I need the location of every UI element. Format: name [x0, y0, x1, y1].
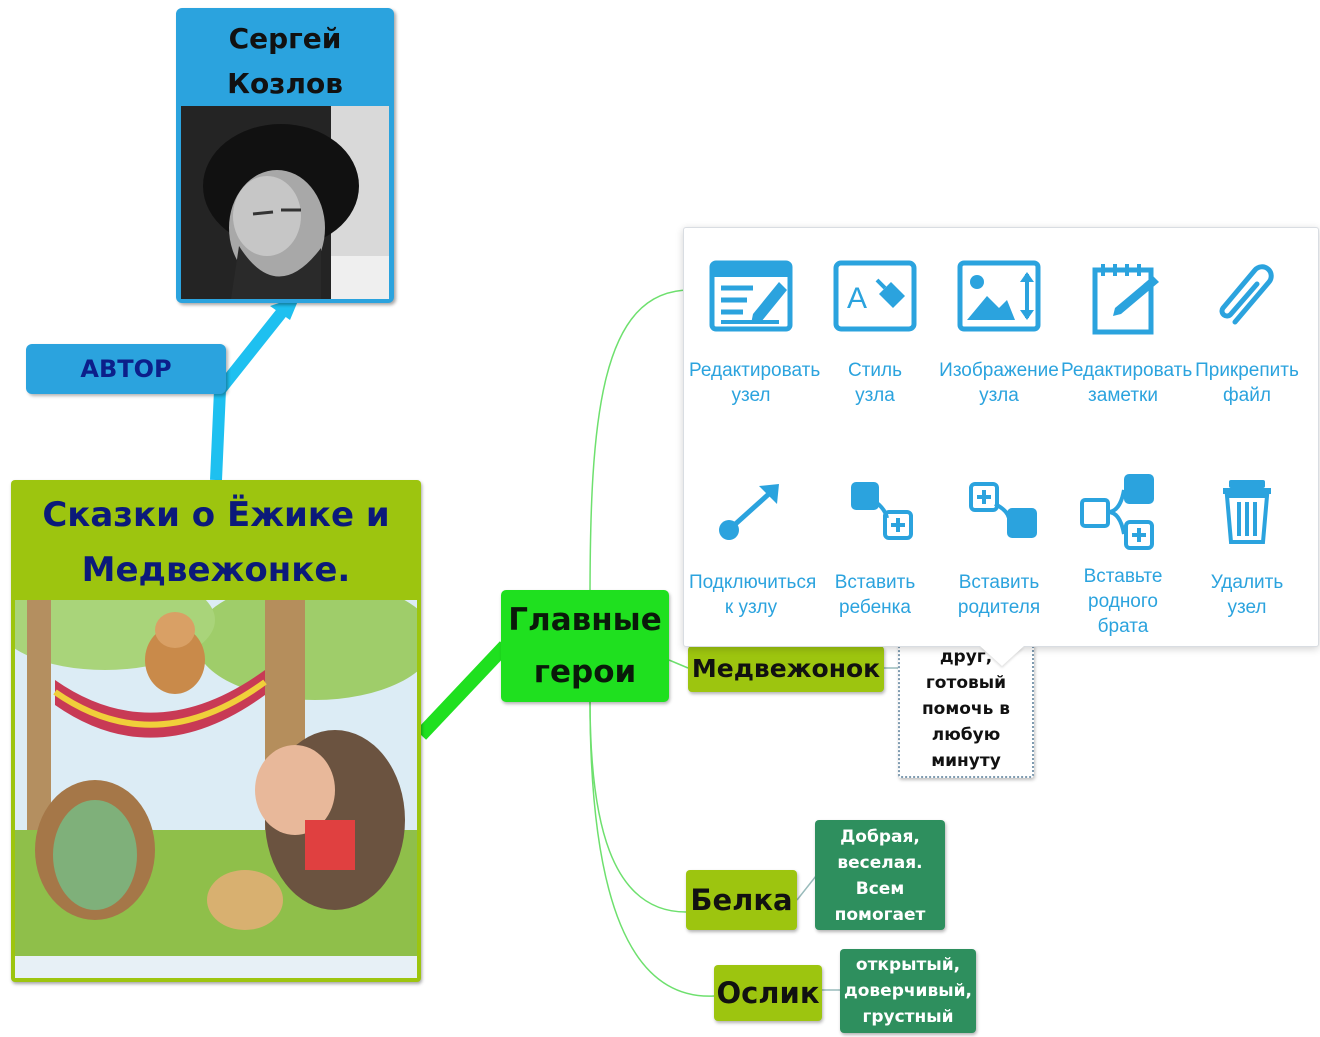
node-style-icon: A: [833, 260, 917, 332]
insert-sibling-label: Вставьте родного брата: [1083, 566, 1163, 637]
topic-oslik-label: Ослик: [716, 976, 820, 1010]
node-style-button[interactable]: A Стиль узла: [813, 260, 937, 408]
root-node[interactable]: Сказки о Ёжике и Медвежонке.: [11, 480, 421, 982]
author-name: Сергей Козлов: [227, 22, 343, 100]
root-illustration: [15, 600, 417, 978]
connector-main-top: [589, 289, 691, 601]
connector-root-main: [415, 641, 511, 740]
connector-main-belka: [589, 699, 687, 913]
insert-parent-icon: [969, 482, 1037, 538]
author-photo: [181, 106, 389, 299]
edit-node-label: Редактировать узел: [689, 360, 821, 406]
edit-notes-icon: [1092, 264, 1159, 335]
connector-root-author: [210, 298, 295, 481]
insert-child-icon: [851, 482, 913, 540]
connect-node-label: Подключиться к узлу: [689, 572, 817, 618]
attach-file-label: Прикрепить файл: [1195, 360, 1299, 406]
attach-file-button[interactable]: Прикрепить файл: [1185, 260, 1309, 408]
insert-parent-button[interactable]: Вставить родителя: [937, 478, 1061, 620]
medvezhonok-note-text: друг, готовый помочь в любую минуту: [921, 647, 1011, 771]
node-image-label: Изображение узла: [939, 360, 1059, 406]
insert-sibling-button[interactable]: Вставьте родного брата: [1061, 472, 1185, 639]
insert-sibling-icon: [1080, 474, 1154, 550]
insert-child-label: Вставить ребенка: [834, 572, 916, 618]
edit-notes-label: Редактировать заметки: [1061, 360, 1193, 406]
topic-medvezhonok[interactable]: Медвежонок: [688, 646, 884, 692]
connect-node-icon: [719, 484, 779, 540]
belka-description-text: Добрая, веселая. Всем помогает: [834, 827, 926, 925]
connector-main-medvezhonok: [668, 659, 689, 669]
author-node[interactable]: Сергей Козлов: [176, 8, 394, 303]
connector-belka-desc: [796, 875, 817, 901]
belka-description[interactable]: Добрая, веселая. Всем помогает: [815, 820, 945, 930]
topic-medvezhonok-label: Медвежонок: [691, 654, 881, 683]
main-topic-node[interactable]: Главные герои: [501, 590, 669, 702]
oslik-description[interactable]: открытый, доверчивый, грустный: [840, 949, 976, 1033]
author-label[interactable]: АВТОР: [26, 344, 226, 394]
delete-node-label: Удалить узел: [1210, 572, 1284, 618]
edit-notes-button[interactable]: Редактировать заметки: [1061, 260, 1193, 408]
edit-node-button[interactable]: Редактировать узел: [689, 260, 821, 408]
insert-child-button[interactable]: Вставить ребенка: [813, 478, 937, 620]
topic-belka[interactable]: Белка: [686, 870, 797, 930]
topic-oslik[interactable]: Ослик: [714, 965, 822, 1021]
node-style-label: Стиль узла: [847, 360, 903, 406]
paperclip-icon: [1219, 264, 1274, 325]
trash-icon: [1223, 480, 1271, 544]
topic-belka-label: Белка: [690, 883, 793, 917]
connector-main-oslik: [589, 699, 715, 997]
oslik-description-text: открытый, доверчивый, грустный: [844, 955, 972, 1027]
node-image-icon: [957, 260, 1041, 332]
delete-node-button[interactable]: Удалить узел: [1185, 478, 1309, 620]
root-title: Сказки о Ёжике и Медвежонке.: [42, 495, 390, 590]
popup-pointer: [980, 646, 1024, 666]
connect-node-button[interactable]: Подключиться к узлу: [689, 478, 817, 620]
node-image-button[interactable]: Изображение узла: [937, 260, 1061, 408]
node-toolbar-popup: Редактировать узел A Стиль узла Изображе…: [683, 227, 1319, 666]
insert-parent-label: Вставить родителя: [957, 572, 1041, 618]
edit-node-icon: [709, 260, 793, 332]
svg-text:A: A: [847, 282, 867, 315]
